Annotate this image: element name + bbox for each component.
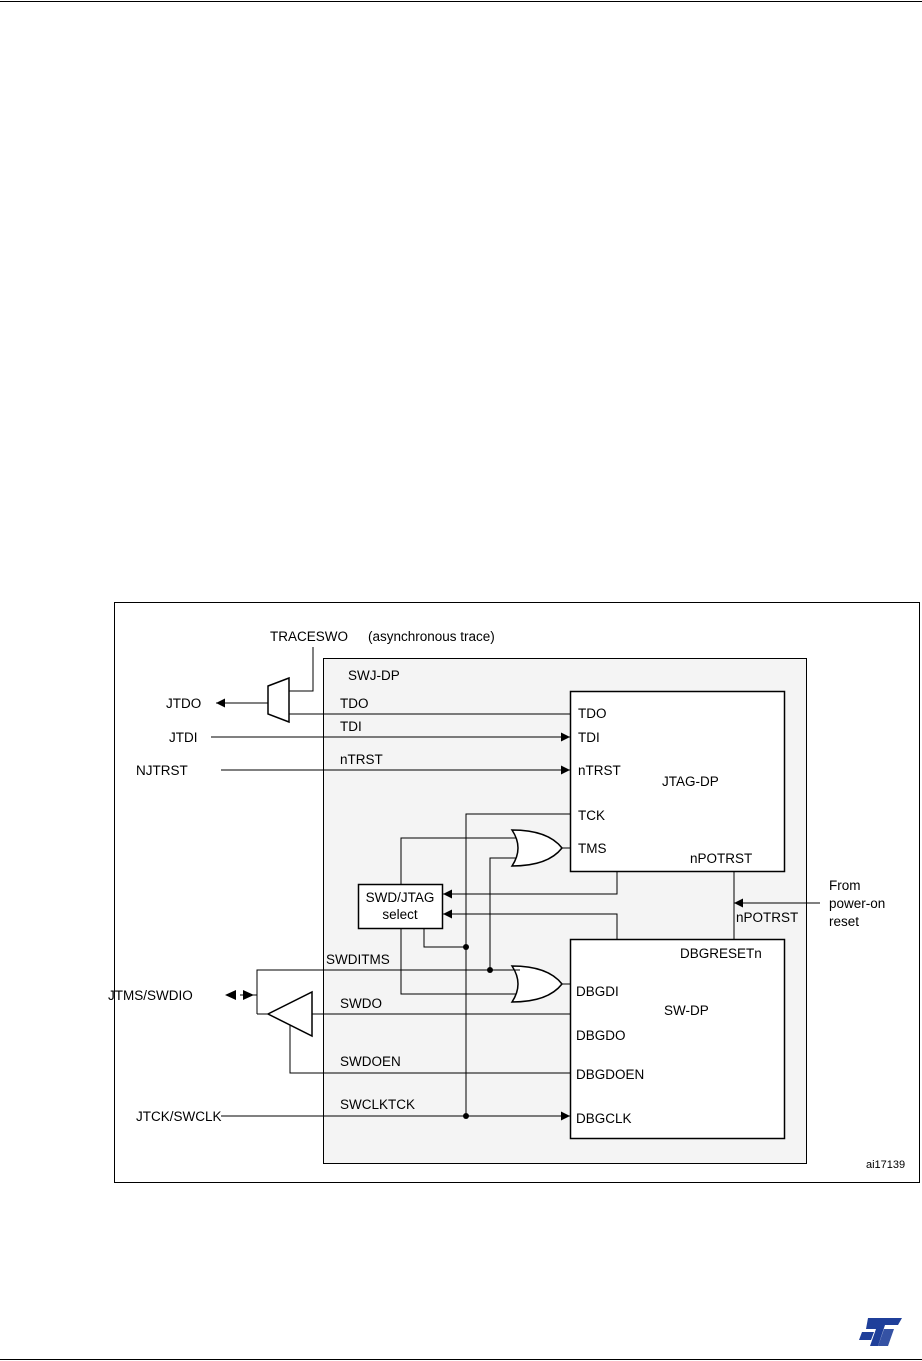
swdp-port-dbgresetn: DBGRESETn xyxy=(680,946,762,961)
tms-or-gate xyxy=(510,829,563,867)
jtag-port-tdi: TDI xyxy=(578,730,600,745)
select-block-line2: select xyxy=(382,907,418,922)
jtms-swdio-label: JTMS/SWDIO xyxy=(108,988,193,1003)
tdo-signal-label: TDO xyxy=(340,696,369,711)
dbgdi-or-gate xyxy=(510,965,563,1003)
st-logo-icon xyxy=(859,1318,902,1346)
figure-id: ai17139 xyxy=(866,1159,905,1171)
jtag-to-select-wire xyxy=(443,871,618,899)
traceswo-label: TRACESWO xyxy=(270,629,348,644)
jtag-port-tck: TCK xyxy=(578,808,605,823)
select-to-dbgdi-wire xyxy=(400,928,516,995)
jtag-port-tms: TMS xyxy=(578,841,607,856)
swdo-signal-label: SWDO xyxy=(340,996,382,1011)
swdp-to-select-wire xyxy=(443,909,618,939)
bidirectional-arrow-icon xyxy=(225,990,254,1000)
bottom-rule xyxy=(0,1359,922,1360)
swclktck-signal-label: SWCLKTCK xyxy=(340,1097,415,1112)
select-clk-wire xyxy=(423,928,466,948)
jtdo-label: JTDO xyxy=(166,696,201,711)
tdi-signal-label: TDI xyxy=(340,719,362,734)
traceswo-wire xyxy=(289,647,314,692)
jtag-dp-block xyxy=(569,690,786,873)
swditms-junction xyxy=(487,967,493,973)
swditms-signal-label: SWDITMS xyxy=(326,952,390,967)
swdoen-signal-label: SWDOEN xyxy=(340,1054,401,1069)
npotrst-signal-label: nPOTRST xyxy=(736,910,798,925)
power-on-line1: From xyxy=(829,878,861,893)
swdp-port-dbgdi: DBGDI xyxy=(576,984,619,999)
swdoen-wire xyxy=(289,1025,570,1074)
tdo-mux-shape xyxy=(267,676,290,724)
swditms-to-tms-wire xyxy=(489,857,516,970)
swj-dp-title: SWJ-DP xyxy=(348,668,400,683)
swditms-wire xyxy=(256,969,520,990)
sw-dp-title: SW-DP xyxy=(664,1003,709,1018)
select-to-tms-wire xyxy=(400,837,516,884)
jtck-swclk-label: JTCK/SWCLK xyxy=(136,1109,222,1124)
select-block-line1: SWD/JTAG xyxy=(366,890,435,905)
power-on-line2: power-on xyxy=(829,896,885,911)
traceswo-note: (asynchronous trace) xyxy=(368,629,495,644)
power-on-line3: reset xyxy=(829,914,859,929)
ntrst-signal-label: nTRST xyxy=(340,752,383,767)
swdp-port-dbgdoen: DBGDOEN xyxy=(576,1067,644,1082)
top-rule xyxy=(0,1,922,2)
jtag-port-npotrst: nPOTRST xyxy=(690,851,752,866)
swdp-port-dbgdo: DBGDO xyxy=(576,1028,626,1043)
tck-wire xyxy=(465,813,570,1116)
jtag-port-ntrst: nTRST xyxy=(578,763,621,778)
njtrst-label: NJTRST xyxy=(136,763,188,778)
swdp-port-dbgclk: DBGCLK xyxy=(576,1111,632,1126)
jtag-port-tdo: TDO xyxy=(578,706,607,721)
jtag-dp-title: JTAG-DP xyxy=(662,774,719,789)
jtdi-label: JTDI xyxy=(169,730,198,745)
sw-dp-block xyxy=(569,938,786,1140)
